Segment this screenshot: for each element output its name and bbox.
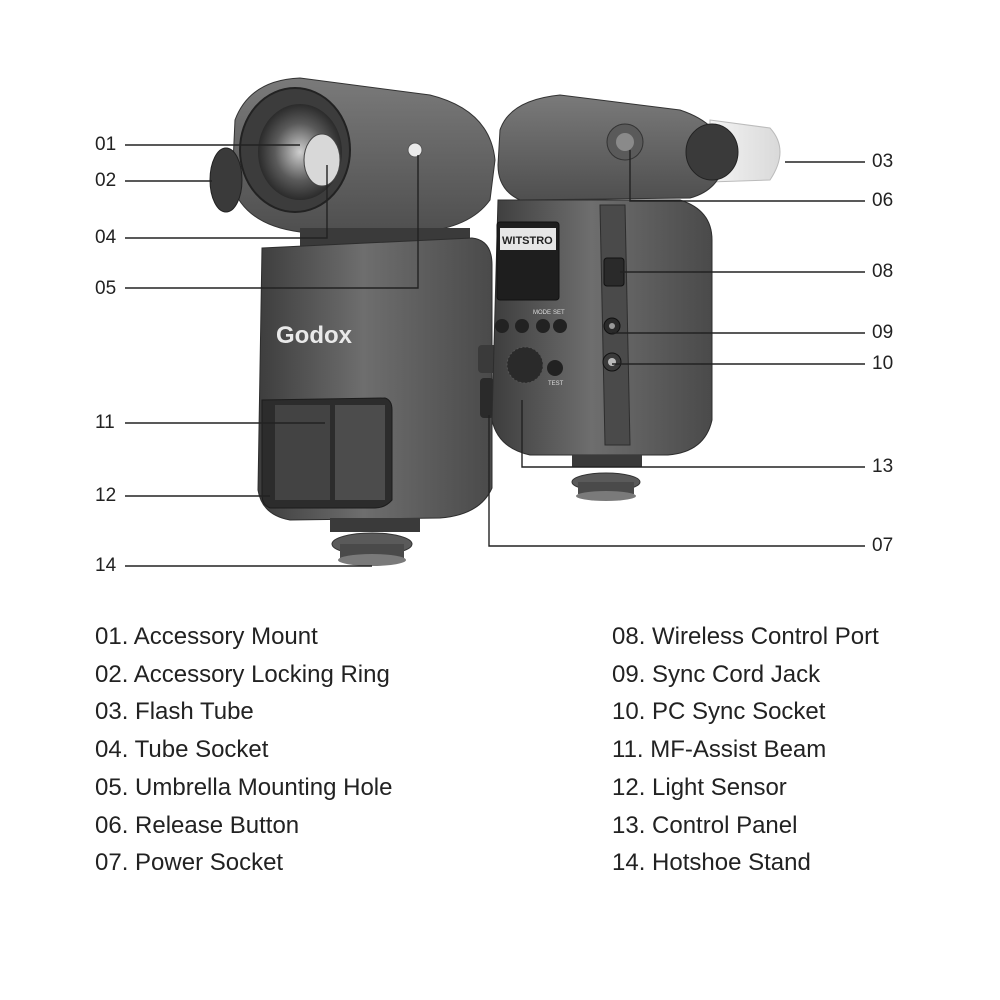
umbrella-mounting-hole [407,142,423,158]
leader-line-04 [125,165,328,239]
panel-button [495,319,509,333]
leader-lines [125,144,865,567]
callout-10: 10 [872,353,894,374]
legend-item-12: 12. Light Sensor [612,773,787,801]
callout-11: 11 [95,412,115,433]
tube-socket [303,133,341,187]
callout-07: 07 [872,535,894,556]
callout-13: 13 [872,456,894,477]
callout-09: 09 [872,322,894,343]
callout-03: 03 [872,151,894,172]
locking-knob [685,123,739,181]
panel-button-label: MODE [533,310,551,316]
leader-line-13 [521,400,865,468]
panel-button [553,319,567,333]
callout-12: 12 [95,485,117,506]
legend-item-14: 14. Hotshoe Stand [612,849,811,877]
legend-item-05: 05. Umbrella Mounting Hole [95,773,393,801]
power-socket [480,378,494,418]
panel-button-label: SET [553,310,565,316]
callout-05: 05 [95,278,117,299]
right-flash-unit: WITSTRO MODE SET TEST [491,94,781,501]
callout-08: 08 [872,261,894,282]
brand-logo: Godox [276,322,353,349]
legend-left: 01. Accessory Mount 02. Accessory Lockin… [95,618,392,882]
legend-item-11: 11. MF-Assist Beam [612,736,827,764]
legend-item-08: 08. Wireless Control Port [612,623,879,650]
legend-item-03: 03. Flash Tube [95,698,254,726]
panel-button [515,319,529,333]
legend-right: 08. Wireless Control Port 09. Sync Cord … [612,618,879,882]
callout-01: 01 [95,134,117,155]
panel-button [536,319,550,333]
left-flash-unit: Godox [209,77,500,566]
leader-line-06 [629,150,865,202]
legend-item-09: 09. Sync Cord Jack [612,660,821,688]
callout-02: 02 [95,170,117,191]
callout-04: 04 [95,227,117,248]
panel-brand: WITSTRO [502,235,553,247]
legend-item-04: 04. Tube Socket [95,736,269,764]
legend-item-01: 01. Accessory Mount [95,623,318,650]
callout-14: 14 [95,555,117,576]
control-dial [506,346,544,384]
legend-item-10: 10. PC Sync Socket [612,698,826,726]
flash-diagram: Godox WITSTRO MODE SET [125,77,865,567]
accessory-locking-ring [209,147,243,213]
legend-item-07: 07. Power Socket [95,849,284,877]
callout-06: 06 [872,190,894,211]
legend-item-02: 02. Accessory Locking Ring [95,660,390,688]
leader-line-05 [125,155,419,289]
legend-item-13: 13. Control Panel [612,811,798,839]
panel-button-label: TEST [548,381,564,387]
legend-item-06: 06. Release Button [95,811,300,839]
leader-line-07 [488,415,865,547]
